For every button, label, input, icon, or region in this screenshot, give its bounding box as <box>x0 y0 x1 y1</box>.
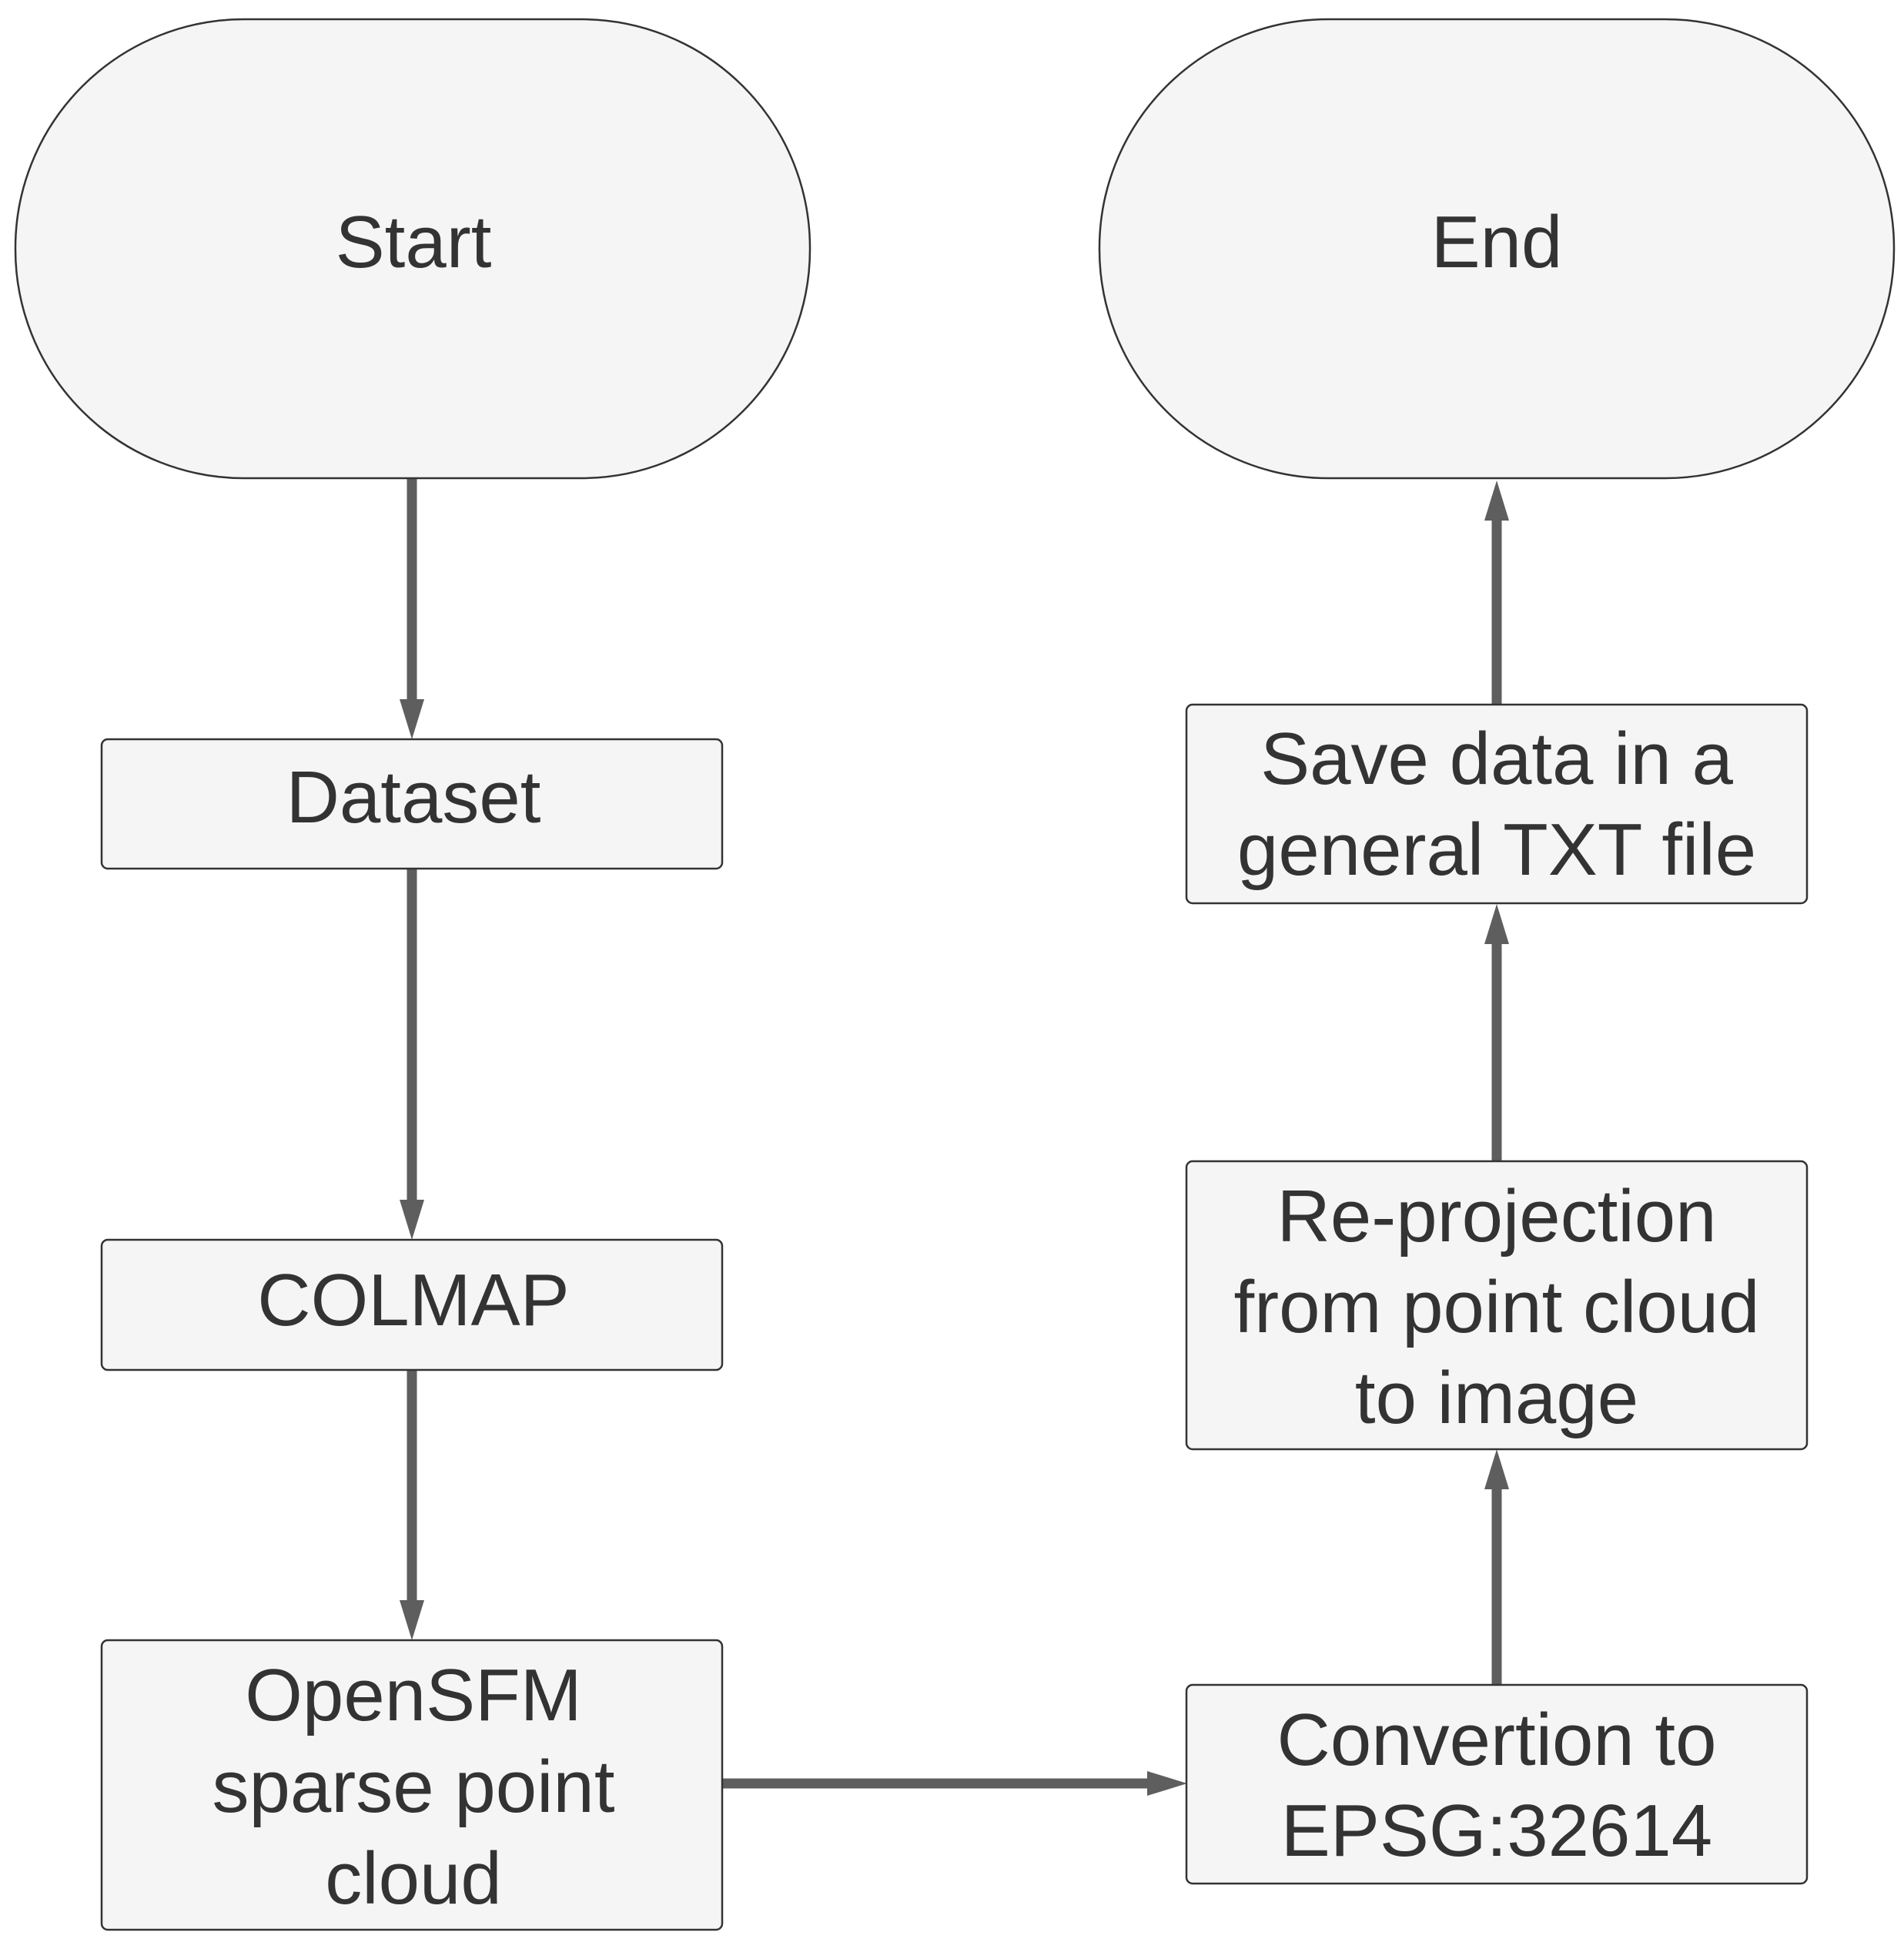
edge-dataset-to-colmap <box>400 869 424 1240</box>
save-node: Save data in a general TXT file <box>1185 703 1809 905</box>
opensfm-label-line-2: sparse point <box>212 1746 615 1828</box>
colmap-label: COLMAP <box>257 1259 569 1341</box>
reprojection-node: Re-projection from point cloud to image <box>1185 1160 1809 1451</box>
edge-save-to-end <box>1484 481 1509 705</box>
edge-opensfm-to-convertion <box>723 1771 1187 1796</box>
save-label-line-2: general TXT file <box>1237 809 1756 891</box>
dataset-node: Dataset <box>100 738 724 870</box>
opensfm-label-line-3: cloud <box>325 1837 502 1920</box>
convertion-label-line-1: Convertion to <box>1277 1699 1717 1781</box>
convertion-label-line-2: EPSG:32614 <box>1281 1790 1712 1872</box>
edges <box>400 477 1509 1796</box>
colmap-node: COLMAP <box>100 1238 724 1371</box>
reprojection-label-line-1: Re-projection <box>1277 1175 1717 1257</box>
start-node: Start <box>14 18 811 480</box>
edge-reprojection-to-save <box>1484 904 1509 1161</box>
save-label-line-1: Save data in a <box>1260 718 1733 800</box>
end-node: End <box>1098 18 1896 480</box>
opensfm-label-line-1: OpenSFM <box>245 1654 581 1736</box>
edge-convertion-to-reprojection <box>1484 1449 1509 1685</box>
start-label: Start <box>336 201 492 283</box>
reprojection-label-line-3: to image <box>1355 1357 1638 1439</box>
edge-colmap-to-opensfm <box>400 1370 424 1640</box>
convertion-node: Convertion to EPSG:32614 <box>1185 1683 1809 1885</box>
opensfm-node: OpenSFM sparse point cloud <box>100 1639 724 1931</box>
edge-start-to-dataset <box>400 477 424 739</box>
end-label: End <box>1431 201 1563 283</box>
reprojection-label-line-2: from point cloud <box>1233 1266 1759 1348</box>
dataset-label: Dataset <box>286 756 541 839</box>
